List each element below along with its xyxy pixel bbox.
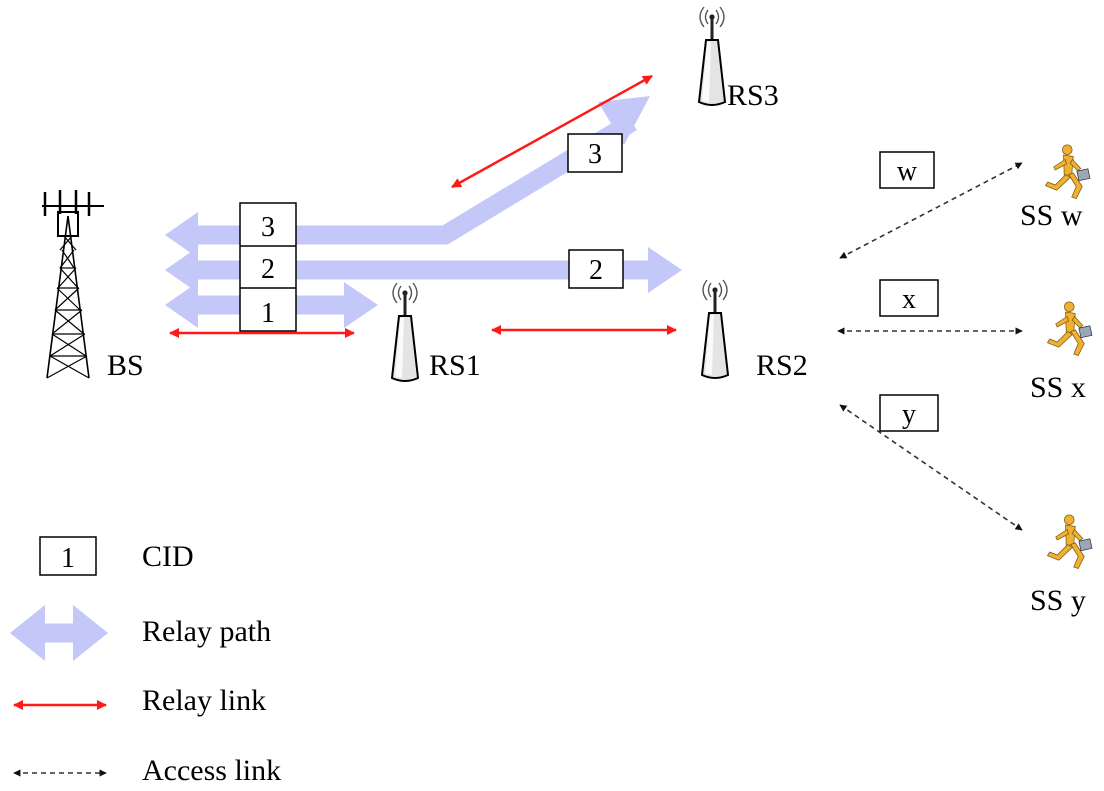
legend-cid-label: CID <box>142 540 194 573</box>
legend-relay-path: Relay path <box>10 605 271 661</box>
label-rs2: RS2 <box>756 349 808 382</box>
cid-box-x: x <box>879 279 939 317</box>
label-rs3: RS3 <box>727 79 779 112</box>
label-bs: BS <box>107 349 144 382</box>
svg-text:2: 2 <box>589 255 603 286</box>
cid-box-path2: 2 <box>568 249 624 289</box>
svg-text:3: 3 <box>588 139 602 170</box>
label-ssx: SS x <box>1030 371 1086 404</box>
svg-text:x: x <box>902 284 916 315</box>
rs2-antenna-icon <box>701 279 729 379</box>
cid-box-y: y <box>879 394 939 432</box>
ssy-person-icon <box>1047 514 1093 569</box>
legend-access-link: Access link <box>13 754 281 787</box>
legend: 1 CID Relay path Relay link Access link <box>10 536 281 787</box>
bs-tower-icon <box>42 190 104 379</box>
ssw-person-icon <box>1045 144 1091 199</box>
svg-text:w: w <box>897 156 918 187</box>
svg-text:y: y <box>902 399 916 430</box>
cid-box-w: w <box>879 151 935 189</box>
relay-link-rs1-rs3 <box>451 74 653 189</box>
label-rs1: RS1 <box>429 349 481 382</box>
rs3-antenna-icon <box>698 6 726 106</box>
legend-cid-sample: 1 <box>61 543 75 574</box>
cid-stack-3: 3 <box>261 212 275 243</box>
access-link-ssw <box>839 162 1023 259</box>
legend-relay-link: Relay link <box>13 684 266 717</box>
access-link-ssy <box>839 404 1023 531</box>
cid-stack: 3 2 1 <box>239 202 297 332</box>
cid-box-path3: 3 <box>567 133 623 173</box>
legend-relay-path-label: Relay path <box>142 615 271 648</box>
relay-path-bs-rs3 <box>165 96 650 258</box>
legend-access-link-label: Access link <box>142 754 281 787</box>
rs1-antenna-icon <box>391 282 419 382</box>
label-ssy: SS y <box>1030 584 1086 617</box>
label-ssw: SS w <box>1020 199 1083 232</box>
legend-cid: 1 CID <box>39 536 194 576</box>
cid-stack-2: 2 <box>261 254 275 285</box>
ssx-person-icon <box>1047 301 1093 356</box>
legend-relay-link-label: Relay link <box>142 684 266 717</box>
cid-stack-1: 1 <box>261 298 275 329</box>
